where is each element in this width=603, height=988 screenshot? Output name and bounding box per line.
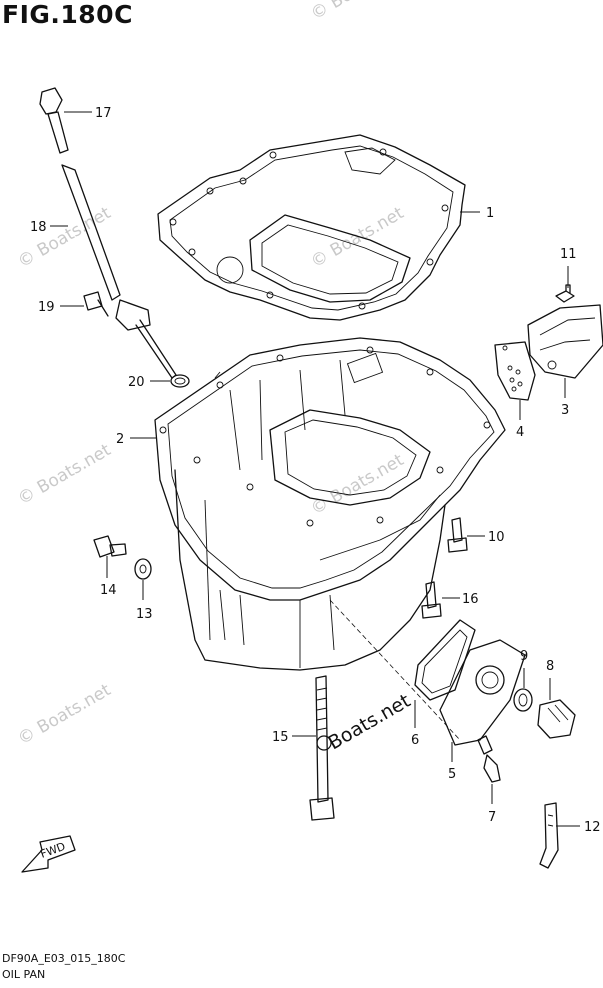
watermark: © Boats.net	[15, 440, 115, 509]
callout-number: 20	[128, 375, 145, 390]
callout-number: 13	[136, 607, 153, 622]
oil-pan-part-2	[154, 337, 506, 671]
drain-plug-part-8	[537, 699, 576, 739]
bracket-part-3	[527, 304, 603, 379]
watermarks: © Boats.net © Boats.net © Boats.net © Bo…	[15, 0, 415, 754]
clip-part-12	[539, 802, 559, 869]
figure-code: DF90A_E03_015_180C	[2, 952, 126, 965]
bolt-part-20	[83, 291, 109, 317]
watermark: © Boats.net	[308, 203, 408, 272]
o-ring-part-19	[170, 374, 190, 388]
washer-part-9	[513, 688, 533, 712]
callout-number: 9	[520, 649, 528, 664]
dipstick-guide-part-18	[61, 164, 177, 379]
callout-number: 12	[584, 820, 601, 835]
callout-number: 8	[546, 659, 554, 674]
callout-number: 6	[411, 733, 419, 748]
cover-part-5	[439, 639, 526, 746]
bolt-part-11	[555, 284, 575, 303]
callout-number: 4	[516, 425, 524, 440]
callout-number: 18	[30, 220, 47, 235]
watermark: © Boats.net	[15, 680, 115, 749]
figure-title: FIG.180C	[2, 0, 133, 29]
watermark: © Boats.net	[308, 0, 408, 24]
callout-number: 10	[488, 530, 505, 545]
bolt-part-10	[447, 517, 468, 553]
fwd-arrow-icon: FWD	[21, 835, 76, 873]
gasket-part-6	[414, 619, 476, 701]
callout-number: 15	[272, 730, 289, 745]
figure-name: OIL PAN	[2, 968, 46, 981]
callout-number: 16	[462, 592, 479, 607]
long-bolt-part-15	[309, 675, 335, 821]
callout-number: 17	[95, 106, 112, 121]
plate-part-4	[494, 341, 536, 401]
callouts: 1 2 3 4 5 6 7 8 9 10 11 12 13 14 15 16 1	[30, 106, 601, 835]
callout-number: 11	[560, 247, 577, 262]
callout-number: 19	[38, 300, 55, 315]
callout-number: 1	[486, 206, 494, 221]
bolt-part-16	[421, 581, 442, 619]
gasket-part-1	[157, 134, 466, 321]
bolt-part-7	[477, 735, 501, 783]
bolt-part-14	[93, 535, 127, 558]
callout-number: 14	[100, 583, 117, 598]
callout-number: 5	[448, 767, 456, 782]
washer-part-13	[134, 558, 152, 580]
callout-number: 2	[116, 432, 124, 447]
center-watermark: Boats.net	[325, 690, 415, 754]
dipstick-handle-part-17	[39, 87, 69, 154]
callout-number: 3	[561, 403, 569, 418]
callout-number: 7	[488, 810, 496, 825]
